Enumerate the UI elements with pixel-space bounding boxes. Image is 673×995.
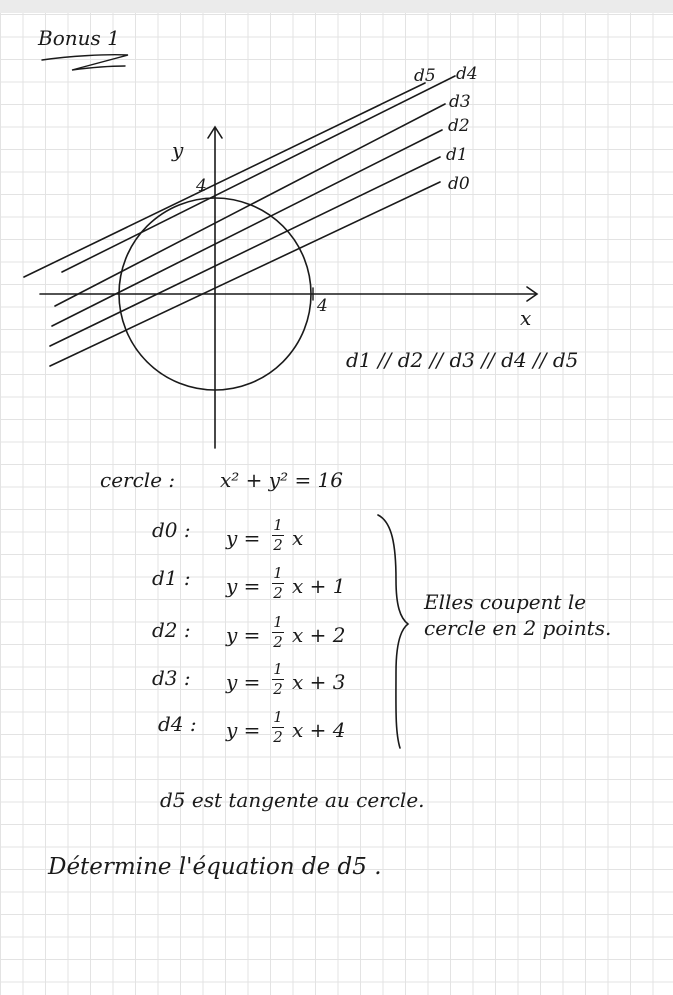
row-label: d3 : xyxy=(152,666,191,690)
circle-equation: x² + y² = 16 xyxy=(220,468,344,492)
line-label-d3: d3 xyxy=(449,92,471,112)
x-tick-label: 4 xyxy=(317,296,328,316)
top-bar xyxy=(0,0,673,13)
x-axis-label: x xyxy=(520,306,532,330)
x-axis-arrow xyxy=(526,286,539,302)
row-label: d2 : xyxy=(152,618,191,642)
row-lhs: y = xyxy=(226,670,261,694)
page-title: Bonus 1 xyxy=(38,26,120,50)
line-d5 xyxy=(23,82,426,278)
y-axis-arrow xyxy=(207,125,223,139)
line-label-d2: d2 xyxy=(448,116,470,136)
row-rest: x xyxy=(292,526,304,550)
row-label: d1 : xyxy=(152,566,191,590)
y-tick-label: 4 xyxy=(196,176,207,196)
circle xyxy=(118,197,312,391)
row-lhs: y = xyxy=(226,623,261,647)
line-label-d1: d1 xyxy=(446,145,468,165)
line-d0 xyxy=(49,181,441,367)
title-underline xyxy=(41,54,129,71)
circle-label: cercle : xyxy=(100,468,176,492)
brace-note-line1: Elles coupent le xyxy=(424,590,587,614)
tangent-statement: d5 est tangente au cercle. xyxy=(160,788,425,812)
line-d2 xyxy=(51,129,443,327)
row-lhs: y = xyxy=(226,574,261,598)
y-axis-label: y xyxy=(172,138,184,162)
line-label-d4: d4 xyxy=(456,64,478,84)
row-lhs: y = xyxy=(226,526,261,550)
row-label: d4 : xyxy=(158,712,197,736)
row-lhs: y = xyxy=(226,718,261,742)
parallel-note: d1 // d2 // d3 // d4 // d5 xyxy=(346,348,579,372)
row-rest: x + 2 xyxy=(292,623,346,647)
right-brace xyxy=(377,514,410,749)
row-rest: x + 4 xyxy=(292,718,346,742)
brace-note-line2: cercle en 2 points. xyxy=(424,616,612,640)
line-d3 xyxy=(54,103,446,307)
line-label-d0: d0 xyxy=(448,174,470,194)
line-d1 xyxy=(49,156,441,347)
row-rest: x + 3 xyxy=(292,670,346,694)
line-label-d5: d5 xyxy=(414,66,436,86)
row-label: d0 : xyxy=(152,518,191,542)
row-rest: x + 1 xyxy=(292,574,346,598)
task-text: Détermine l'équation de d5 . xyxy=(48,854,382,880)
line-d4 xyxy=(61,75,456,273)
